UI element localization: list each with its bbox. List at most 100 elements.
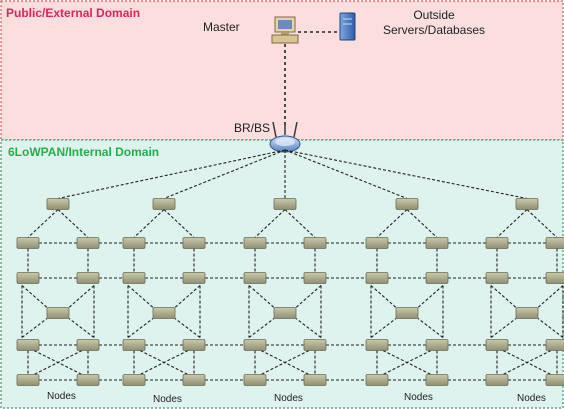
link-line <box>260 350 310 375</box>
sensor-node <box>122 272 146 284</box>
link-line <box>284 209 316 238</box>
link-line <box>406 209 438 238</box>
link-line <box>490 285 517 308</box>
link-line <box>376 209 408 238</box>
computer-icon <box>271 16 299 44</box>
sensor-node <box>273 307 297 319</box>
sensor-node <box>545 339 564 351</box>
link-line <box>68 318 95 338</box>
sensor-node <box>243 339 267 351</box>
internal-domain-label: 6LoWPAN/Internal Domain <box>8 145 160 159</box>
link-line <box>57 149 286 200</box>
link-line <box>127 318 154 338</box>
link-line <box>417 318 444 338</box>
sensor-node <box>16 237 40 249</box>
mesh-links <box>21 149 564 381</box>
link-line <box>295 285 322 308</box>
sensor-node <box>303 374 327 386</box>
sensor-node <box>365 237 389 249</box>
link-line <box>502 350 552 375</box>
outside-label-line2: Servers/Databases <box>382 23 486 37</box>
link-line <box>139 350 189 375</box>
link-line <box>21 318 48 338</box>
link-line <box>174 285 201 308</box>
sensor-node <box>122 339 146 351</box>
nodes-label: Nodes <box>517 393 546 404</box>
sensor-node <box>425 272 449 284</box>
link-line <box>133 209 165 238</box>
link-line <box>27 209 59 238</box>
sensor-node <box>46 307 70 319</box>
sensor-node <box>303 339 327 351</box>
link-line <box>370 318 397 338</box>
outside-servers-label: Outside Servers/Databases <box>370 8 498 38</box>
link-line <box>382 350 432 375</box>
sensor-node <box>76 339 100 351</box>
link-line <box>417 285 444 308</box>
sensor-node <box>425 237 449 249</box>
master-label: Master <box>203 20 240 34</box>
sensor-node <box>365 272 389 284</box>
link-line <box>163 149 286 200</box>
link-line <box>248 318 275 338</box>
link-line <box>490 318 517 338</box>
nodes-label: Nodes <box>47 391 76 402</box>
sensor-node <box>485 374 509 386</box>
link-line <box>526 209 558 238</box>
sensor-node <box>152 307 176 319</box>
sensor-node <box>545 272 564 284</box>
sensor-node <box>395 307 419 319</box>
sensor-node <box>485 237 509 249</box>
server-icon <box>339 12 356 41</box>
sensor-node <box>243 237 267 249</box>
link-line <box>127 285 154 308</box>
link-line <box>254 209 286 238</box>
sensor-node <box>182 339 206 351</box>
wireless-router-icon <box>269 121 301 153</box>
link-line <box>496 209 528 238</box>
sensor-node <box>515 198 539 210</box>
link-line <box>174 318 201 338</box>
public-domain-label: Public/External Domain <box>6 6 141 20</box>
sensor-node <box>515 307 539 319</box>
link-line <box>21 285 48 308</box>
sensor-node <box>122 237 146 249</box>
link-line <box>284 149 408 200</box>
sensor-node <box>122 374 146 386</box>
sensor-node <box>182 237 206 249</box>
sensor-node <box>243 374 267 386</box>
link-line <box>284 149 528 200</box>
link-line <box>370 285 397 308</box>
link-line <box>57 209 89 238</box>
sensor-node <box>76 374 100 386</box>
sensor-node <box>485 339 509 351</box>
sensor-node <box>365 374 389 386</box>
sensor-node <box>485 272 509 284</box>
link-line <box>33 350 83 375</box>
link-line <box>248 285 275 308</box>
nodes-label: Nodes <box>153 394 182 405</box>
link-line <box>537 285 564 308</box>
sensor-node <box>303 272 327 284</box>
link-line <box>163 209 195 238</box>
sensor-node <box>182 272 206 284</box>
sensor-node <box>46 198 70 210</box>
sensor-node <box>182 374 206 386</box>
sensor-node <box>273 198 297 210</box>
link-line <box>537 318 564 338</box>
sensor-node <box>152 198 176 210</box>
sensor-node <box>545 374 564 386</box>
link-line <box>295 318 322 338</box>
sensor-node <box>16 374 40 386</box>
sensor-node <box>425 374 449 386</box>
sensor-node <box>16 339 40 351</box>
sensor-node <box>365 339 389 351</box>
nodes-label: Nodes <box>404 392 433 403</box>
sensor-node <box>425 339 449 351</box>
border-router-label: BR/BS <box>234 121 271 135</box>
link-line <box>68 285 95 308</box>
nodes-label: Nodes <box>274 393 303 404</box>
sensor-node <box>395 198 419 210</box>
sensor-node <box>545 237 564 249</box>
